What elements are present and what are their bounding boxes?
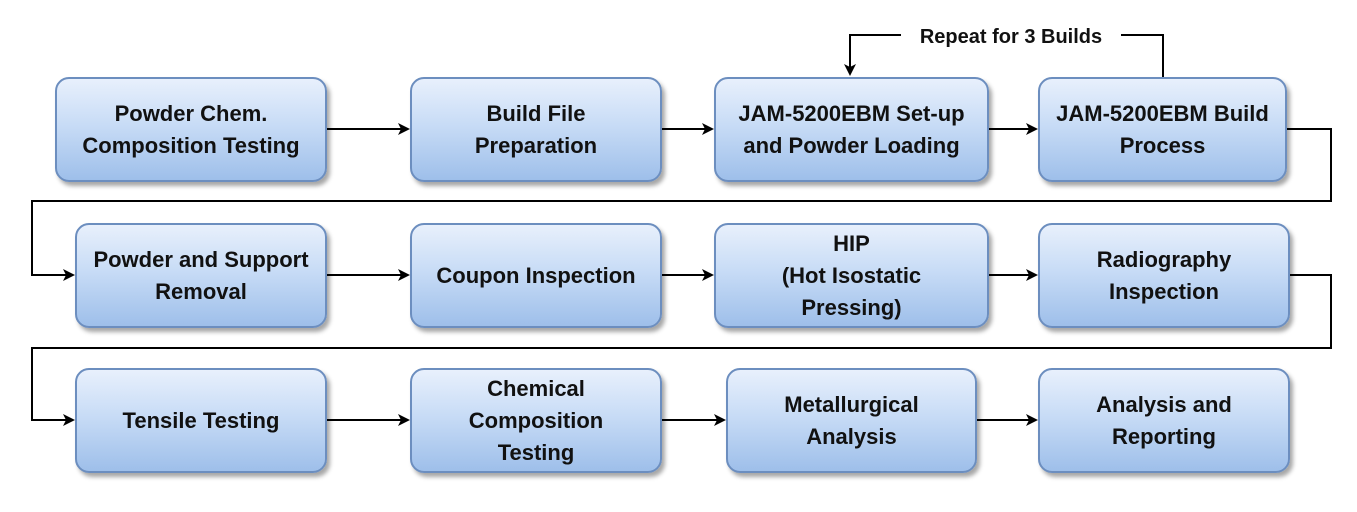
step-jam-setup-powder-loading: JAM-5200EBM Set-up and Powder Loading	[714, 77, 989, 182]
step-label: JAM-5200EBM Build Process	[1056, 100, 1269, 158]
step-label: Metallurgical Analysis	[784, 391, 919, 449]
step-label: Chemical Composition Testing	[468, 375, 604, 465]
step-coupon-inspection: Coupon Inspection	[410, 223, 662, 328]
wrap-connector-row2-to-row3	[31, 274, 1332, 426]
step-powder-chem-composition-testing: Powder Chem. Composition Testing	[55, 77, 327, 182]
step-label: Coupon Inspection	[436, 262, 636, 288]
step-build-file-preparation: Build File Preparation	[410, 77, 662, 182]
step-radiography-inspection: Radiography Inspection	[1038, 223, 1290, 328]
step-label: JAM-5200EBM Set-up and Powder Loading	[738, 100, 965, 158]
step-label: Radiography Inspection	[1096, 246, 1232, 304]
step-label: Powder Chem. Composition Testing	[82, 100, 300, 158]
step-jam-build-process: JAM-5200EBM Build Process	[1038, 77, 1287, 182]
step-tensile-testing: Tensile Testing	[75, 368, 327, 473]
step-metallurgical-analysis: Metallurgical Analysis	[726, 368, 977, 473]
step-powder-support-removal: Powder and Support Removal	[75, 223, 327, 328]
step-label: HIP (Hot Isostatic Pressing)	[781, 230, 922, 320]
step-label: Powder and Support Removal	[93, 246, 309, 304]
step-label: Build File Preparation	[474, 100, 598, 158]
step-chemical-composition-testing: Chemical Composition Testing	[410, 368, 662, 473]
step-label: Analysis and Reporting	[1096, 391, 1232, 449]
wrap-connector-row1-to-row2	[31, 128, 1332, 281]
step-hip: HIP (Hot Isostatic Pressing)	[714, 223, 989, 328]
step-label: Tensile Testing	[122, 407, 280, 433]
step-analysis-reporting: Analysis and Reporting	[1038, 368, 1290, 473]
loop-connector-repeat	[850, 34, 1164, 77]
repeat-loop-label: Repeat for 3 Builds	[901, 22, 1121, 52]
